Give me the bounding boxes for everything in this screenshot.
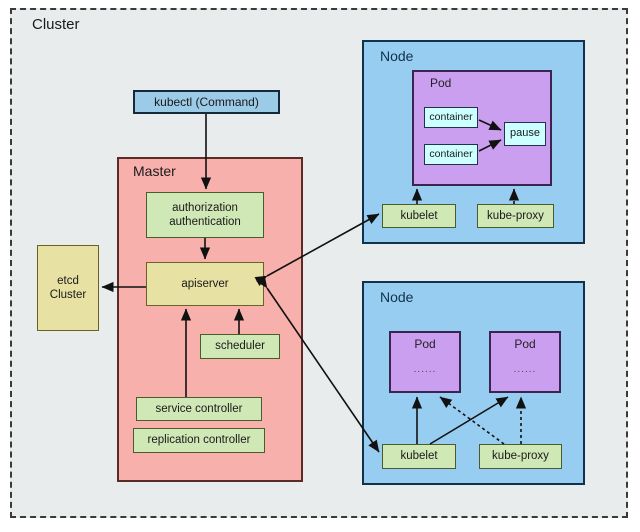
kube-proxy-box-node-top[interactable]: kube-proxy	[477, 204, 554, 228]
replication-controller-box[interactable]: replication controller	[133, 428, 265, 453]
scheduler-box[interactable]: scheduler	[200, 334, 280, 359]
pod-bottom-label-1: Pod	[414, 337, 436, 351]
pod-bottom-dots-1: ......	[413, 364, 437, 375]
container-box-2[interactable]: container	[424, 144, 478, 165]
container-box-1[interactable]: container	[424, 107, 478, 128]
kubelet-box-node-bottom[interactable]: kubelet	[382, 444, 456, 469]
pod-bottom-label-2: Pod	[514, 337, 536, 351]
apiserver-box[interactable]: apiserver	[146, 262, 264, 306]
pod-bottom-dots-2: ......	[513, 364, 537, 375]
pod-bottom-boundary-1	[389, 331, 461, 393]
pause-container-box[interactable]: pause	[504, 122, 546, 146]
etcd-cluster-box[interactable]: etcd Cluster	[37, 245, 99, 331]
authorization-line-1: authorization	[172, 201, 238, 214]
authorization-line-2: authentication	[169, 216, 241, 228]
pod-bottom-boundary-2	[489, 331, 561, 393]
service-controller-box[interactable]: service controller	[136, 397, 262, 421]
node-bottom-label: Node	[380, 289, 414, 305]
authorization-authentication-box[interactable]: authorization authentication	[146, 192, 264, 238]
etcd-line-1: etcd	[57, 274, 79, 287]
kube-proxy-box-node-bottom[interactable]: kube-proxy	[479, 444, 562, 469]
node-top-label: Node	[380, 48, 414, 64]
cluster-label: Cluster	[32, 16, 80, 33]
pod-top-label: Pod	[430, 76, 452, 90]
etcd-line-2: Cluster	[49, 289, 87, 301]
master-label: Master	[133, 163, 176, 179]
kubelet-box-node-top[interactable]: kubelet	[382, 204, 456, 228]
kubectl-command-box[interactable]: kubectl (Command)	[133, 90, 280, 114]
